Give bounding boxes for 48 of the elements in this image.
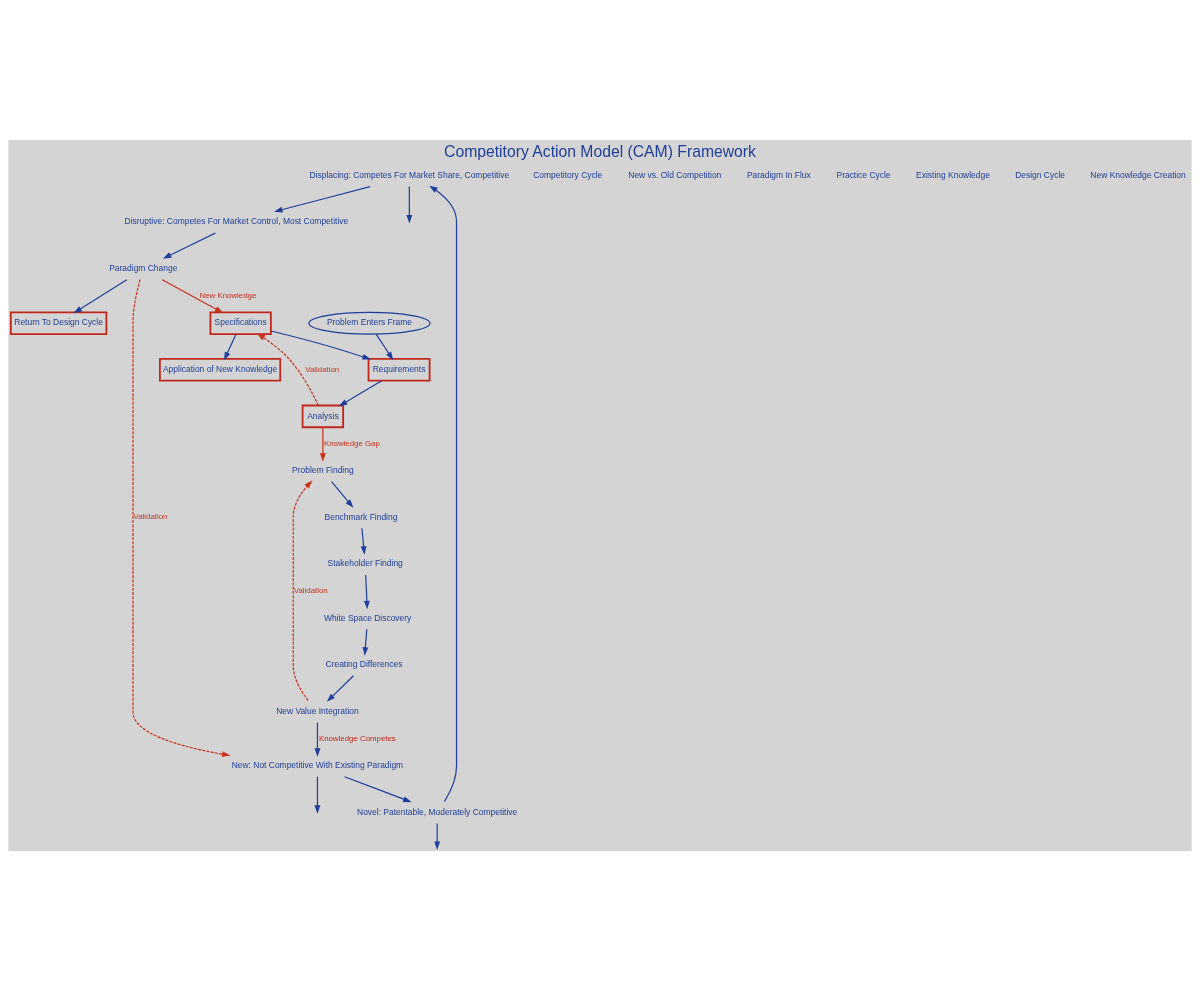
label: New vs. Old Competition: [628, 169, 722, 180]
arrow: [406, 185, 413, 223]
node-text: Paradigm Change: [109, 262, 178, 273]
arrow: [161, 278, 224, 313]
arrow: [434, 822, 441, 850]
arrow: [363, 573, 370, 609]
arrow: [314, 721, 321, 757]
arrow: [375, 333, 394, 360]
diagram-title: Competitory Action Model (CAM) Framework: [444, 142, 756, 160]
node-text: Benchmark Finding: [324, 511, 398, 522]
arrow: [429, 185, 458, 802]
node-text: Disruptive: Competes For Market Control, Most Competitive: [124, 215, 349, 226]
arrow: [330, 480, 354, 508]
node-box: Analysis: [301, 404, 345, 428]
label: Practice Cycle: [836, 169, 891, 180]
node-ellipse: Problem Enters Frame: [308, 311, 431, 335]
arrow: [274, 185, 371, 212]
label: Design Cycle: [1015, 169, 1065, 180]
arrow: [132, 278, 231, 757]
label: Paradigm In Flux: [746, 169, 811, 180]
arrow: [256, 332, 319, 406]
label: New Knowledge Creation: [1090, 169, 1186, 180]
node-text: Creating Differences: [325, 658, 403, 669]
arrow: [224, 333, 237, 360]
arrow: [292, 479, 313, 701]
node-box: Return To Design Cycle: [9, 310, 108, 335]
node-box: Specifications: [209, 310, 272, 335]
arrow: [314, 775, 321, 814]
arrow: [338, 379, 383, 406]
arrow: [344, 775, 412, 802]
node-text: Novel: Patentable, Moderately Competitive: [357, 806, 518, 817]
node-text: Problem Finding: [292, 464, 354, 475]
arrow: [162, 232, 216, 259]
arrow: [360, 527, 367, 555]
arrow: [319, 426, 326, 462]
node-text: Stakeholder Finding: [327, 557, 403, 568]
arrow: [73, 278, 128, 313]
node-box: Application of New Knowledge: [159, 357, 282, 382]
arrow: [362, 628, 369, 656]
label: Competitory Cycle: [533, 169, 603, 180]
label: Existing Knowledge: [916, 169, 990, 180]
arrow: [270, 329, 371, 360]
node-box: Requirements: [367, 357, 431, 382]
node-text: White Space Discovery: [323, 612, 412, 623]
node-text: New: Not Competitive With Existing Paradigm: [231, 759, 404, 770]
node-text: New Value Integration: [276, 705, 359, 716]
arrow: [326, 674, 355, 702]
node-text: Displacing: Competes For Market Share, Competitive: [309, 169, 510, 180]
